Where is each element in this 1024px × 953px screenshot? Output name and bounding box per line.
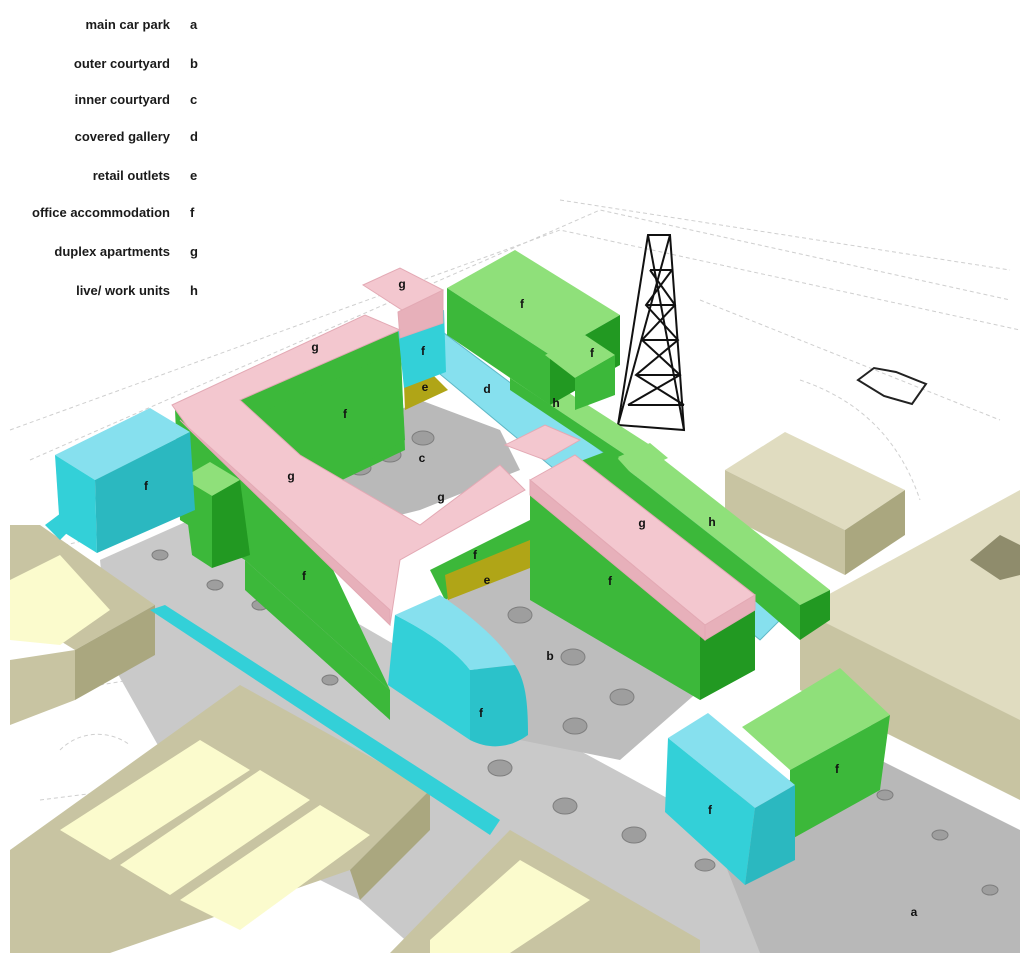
label-g: g — [311, 340, 318, 354]
legend: main car park a outer courtyard b inner … — [0, 0, 230, 310]
label-f: f — [608, 574, 613, 588]
label-f: f — [708, 803, 713, 817]
label-g: g — [398, 277, 405, 291]
legend-key: e — [190, 168, 198, 183]
neighbouring-building — [800, 490, 1020, 800]
legend-label: main car park — [85, 17, 170, 32]
legend-row: live/ work units h — [0, 283, 230, 301]
legend-label: outer courtyard — [73, 56, 170, 71]
legend-row: retail outlets e — [0, 168, 230, 186]
label-f: f — [590, 346, 595, 360]
label-g: g — [638, 516, 645, 530]
legend-label: duplex apartments — [54, 244, 170, 259]
neighbouring-building — [390, 830, 700, 953]
label-b: b — [546, 649, 553, 663]
legend-label: retail outlets — [92, 168, 170, 183]
label-f: f — [520, 297, 525, 311]
site-plan-outline — [856, 366, 928, 406]
legend-row: covered gallery d — [0, 129, 230, 147]
office-block — [665, 668, 890, 885]
label-f: f — [302, 569, 307, 583]
label-g: g — [437, 490, 444, 504]
legend-key: b — [190, 56, 198, 71]
legend-row: office accommodation f — [0, 205, 230, 223]
legend-label: covered gallery — [74, 129, 170, 144]
label-f: f — [835, 762, 840, 776]
legend-row: main car park a — [0, 17, 230, 35]
legend-label: live/ work units — [76, 283, 170, 298]
label-h: h — [552, 396, 559, 410]
label-f: f — [144, 479, 149, 493]
label-f: f — [479, 706, 484, 720]
neighbouring-building — [725, 432, 905, 575]
label-e: e — [484, 573, 491, 587]
label-c: c — [419, 451, 426, 465]
legend-key: g — [190, 244, 198, 259]
label-f: f — [421, 344, 426, 358]
lattice-tower — [616, 234, 686, 432]
label-d: d — [483, 382, 490, 396]
neighbouring-building — [10, 525, 155, 725]
office-block — [388, 595, 528, 747]
label-f: f — [343, 407, 348, 421]
legend-row: outer courtyard b — [0, 56, 230, 74]
office-block — [55, 408, 195, 553]
duplex-apartments — [171, 267, 756, 642]
legend-key: d — [190, 129, 198, 144]
label-e: e — [422, 380, 429, 394]
label-g: g — [287, 469, 294, 483]
label-h: h — [708, 515, 715, 529]
legend-row: duplex apartments g — [0, 244, 230, 262]
neighbouring-building — [10, 685, 430, 953]
legend-key: h — [190, 283, 198, 298]
legend-label: office accommodation — [32, 205, 170, 220]
legend-row: inner courtyard c — [0, 92, 230, 110]
label-f: f — [473, 548, 478, 562]
retail-outlets — [445, 540, 530, 600]
legend-label: inner courtyard — [74, 92, 170, 107]
legend-key: c — [190, 92, 198, 107]
label-a: a — [911, 905, 918, 919]
office-block — [447, 250, 620, 410]
site-edge-strip — [150, 605, 500, 835]
legend-key: f — [190, 205, 195, 220]
legend-key: a — [190, 17, 198, 32]
